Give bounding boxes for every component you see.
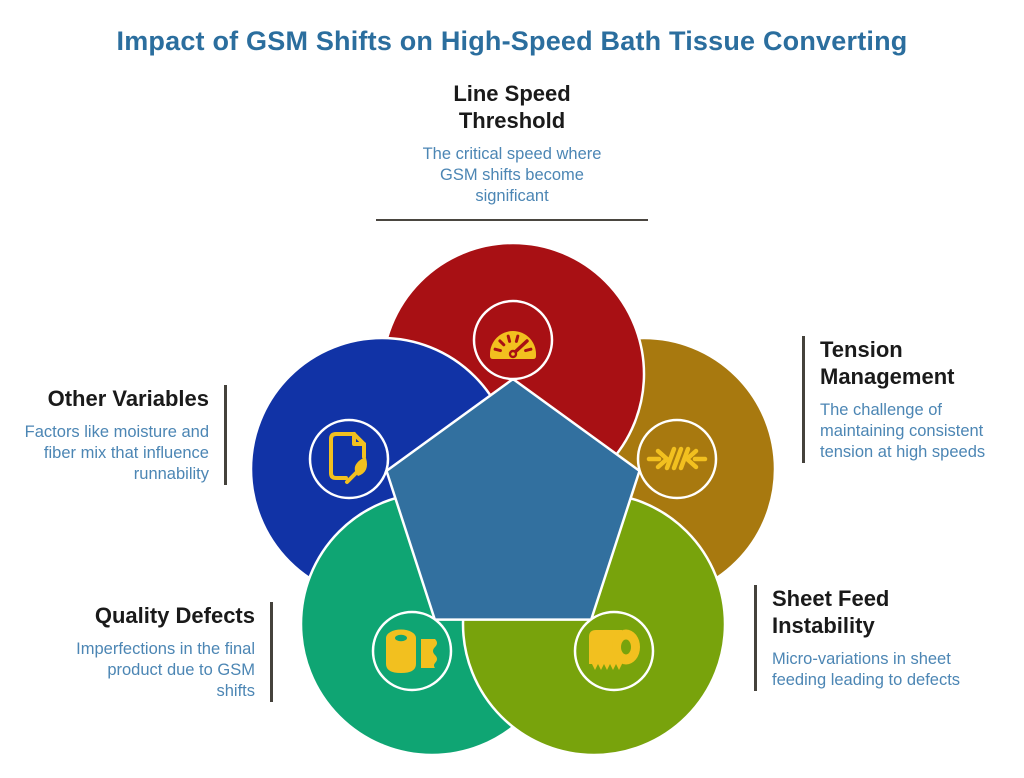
- other-variables-heading: Other Variables: [47, 386, 209, 411]
- gauge-needle: [512, 339, 529, 355]
- line-speed-heading: Line Speed Threshold: [453, 81, 571, 133]
- quality-defects-heading: Quality Defects: [94, 603, 255, 628]
- tension-strokes: [646, 446, 708, 471]
- page-title: Impact of GSM Shifts on High-Speed Bath …: [116, 26, 908, 56]
- section-sheet-feed: Sheet Feed Instability Micro-variations …: [754, 585, 962, 691]
- pentagon-core: [385, 377, 641, 621]
- gauge-body: [490, 331, 536, 359]
- line-speed-divider: [376, 219, 648, 221]
- sheet-feed-heading: Sheet Feed Instability: [772, 586, 890, 638]
- section-line-speed: Line Speed Threshold The critical speed …: [327, 80, 697, 221]
- other-variables-description: Factors like moisture and fiber mix that…: [24, 423, 209, 483]
- tension-heading: Tension Management: [820, 337, 955, 389]
- toilet-paper-icon: [589, 629, 640, 670]
- quality-defects-description: Imperfections in the final product due t…: [76, 640, 255, 700]
- tension-compress-icon: [646, 446, 708, 471]
- sheet-feed-description: Micro-variations in sheet feeding leadin…: [772, 650, 961, 689]
- section-tension: Tension Management The challenge of main…: [802, 336, 995, 463]
- section-quality-defects: Quality Defects Imperfections in the fin…: [65, 602, 273, 702]
- roll-top-hole: [395, 634, 407, 642]
- paper-roll-icon: [386, 629, 437, 673]
- other-icon-disc: [308, 418, 390, 500]
- line-speed-description: The critical speed where GSM shifts beco…: [422, 145, 602, 205]
- leaf-shape: [354, 458, 367, 476]
- speedometer-icon: [490, 331, 536, 359]
- gauge-ticks: [493, 334, 533, 353]
- roll-hole: [621, 639, 631, 655]
- section-other-variables: Other Variables Factors like moisture an…: [19, 385, 227, 485]
- gauge-pivot-center: [511, 352, 515, 356]
- document-leaf-icon: [329, 432, 367, 484]
- tension-description: The challenge of maintaining consistent …: [820, 401, 986, 461]
